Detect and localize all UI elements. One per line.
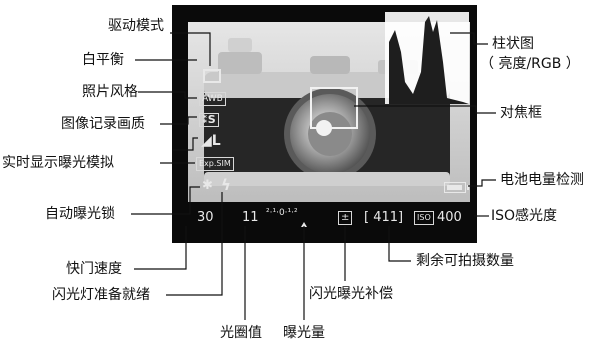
shots-remaining-value: [ 411] [364, 210, 404, 225]
label-image-quality: 图像记录画质 [61, 116, 145, 132]
histogram [385, 12, 469, 104]
battery-icon [444, 182, 469, 193]
label-shots-remaining: 剩余可拍摄数量 [416, 253, 514, 269]
label-exposure-sim: 实时显示曝光模拟 [2, 155, 114, 171]
label-flash-comp: 闪光曝光补偿 [309, 286, 393, 302]
label-picture-style: 照片风格 [82, 84, 138, 100]
af-frame [310, 87, 358, 129]
label-shutter-speed: 快门速度 [66, 261, 122, 277]
flash-ready-icon: ϟ [221, 176, 231, 194]
white-balance-indicator: AWB [199, 92, 226, 106]
label-exposure-level: 曝光量 [283, 325, 325, 341]
label-white-balance: 白平衡 [82, 52, 124, 68]
exposure-meter-marker [301, 222, 307, 227]
picture-style-indicator: ⁑S [199, 113, 219, 127]
label-drive-mode: 驱动模式 [108, 18, 164, 34]
exposure-meter-scale: ²·¹·0·¹·² [266, 208, 298, 218]
shutter-speed-value: 30 [197, 210, 214, 225]
picture-style-icon: ⁑ [202, 113, 208, 126]
image-quality-indicator: ◢L [201, 133, 221, 149]
flash-comp-indicator: ± [338, 211, 353, 225]
label-ae-lock: 自动曝光锁 [45, 206, 115, 222]
iso-value: 400 [437, 210, 462, 225]
label-histogram-sub: （ 亮度/RGB ） [480, 56, 580, 72]
exposure-sim-indicator: Exp.SIM [196, 157, 234, 171]
label-af-frame: 对焦框 [500, 105, 542, 121]
drive-mode-icon [203, 69, 221, 83]
iso-icon: ISO [414, 211, 434, 225]
label-battery: 电池电量检测 [500, 172, 584, 188]
aperture-value: 11 [242, 210, 259, 225]
label-aperture: 光圈值 [220, 325, 262, 341]
label-flash-ready: 闪光灯准备就绪 [52, 287, 150, 303]
ae-lock-icon: ✱ [202, 178, 213, 193]
label-iso: ISO感光度 [491, 208, 558, 224]
label-histogram: 柱状图 [492, 36, 534, 52]
quality-triangle-icon: ◢ [201, 133, 212, 149]
